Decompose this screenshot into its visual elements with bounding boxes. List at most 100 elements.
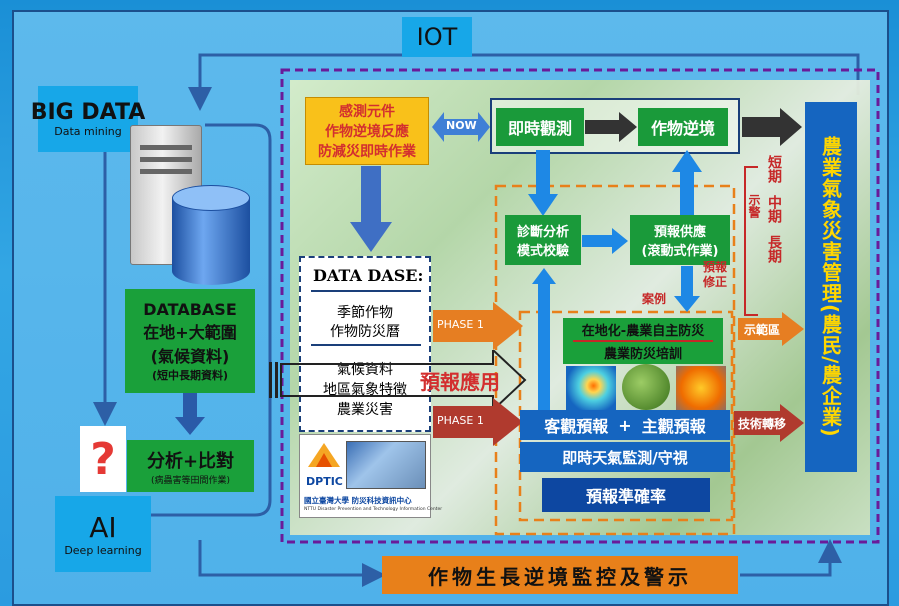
data-base-item1: 季節作物	[337, 305, 393, 321]
data-base-item2: 作物防災曆	[330, 324, 400, 340]
fruit-photo-thumbnail	[622, 364, 670, 410]
forecast-accuracy-label: 預報準確率	[585, 487, 666, 506]
agri-management-label: 農業氣象災害管理(農民/農企業)	[818, 136, 843, 438]
down-arrow-icon	[175, 393, 205, 435]
iot-label: IOT	[416, 23, 458, 51]
realtime-weather-label: 即時天氣監測/守視	[562, 448, 688, 467]
data-base-item5: 農業災害	[337, 402, 393, 418]
question-mark-icon: ?	[80, 426, 126, 492]
weather-map-thumbnail	[566, 366, 616, 410]
ai-to-banner-line	[198, 540, 386, 587]
phase1-lower-arrow-icon	[433, 398, 523, 446]
right-arrow-to-mgmt-icon	[742, 108, 802, 146]
big-data-subtitle: Data mining	[54, 125, 122, 138]
analysis-subtitle: (病蟲害等田間作業)	[150, 475, 231, 486]
sensor-box: 感測元件 作物逆境反應 防減災即時作業	[305, 97, 429, 165]
agri-management-box: 農業氣象災害管理(農民/農企業)	[805, 102, 857, 472]
subjective-forecast-label: 主觀預報	[641, 417, 706, 436]
realtime-observation-box: 即時觀測	[496, 108, 584, 146]
case-label: 案例	[642, 292, 667, 306]
now-double-arrow-icon	[432, 112, 490, 142]
database-box: DATABASE 在地+大範圍 (氣候資料) (短中長期資料)	[125, 289, 255, 393]
forecast-application-label: 預報應用	[420, 370, 500, 394]
local-training-line1: 在地化-農業自主防災	[581, 324, 705, 339]
sensor-down-arrow-icon	[350, 166, 392, 252]
big-data-box: BIG DATA Data mining	[31, 86, 145, 152]
database-line3: (短中長期資料)	[151, 368, 229, 382]
dptic-org-english: NTTU Disaster Prevention and Technology …	[304, 507, 443, 512]
diagnosis-line2: 模式校驗	[516, 244, 569, 259]
phase1-upper-arrow-icon	[433, 302, 523, 350]
data-base-item4: 地區氣象特徵	[323, 382, 407, 398]
forecast-correction: 預報 修正	[703, 260, 727, 290]
iot-box: IOT	[402, 17, 472, 57]
diagnosis-box: 診斷分析 模式校驗	[505, 215, 581, 265]
phase1-upper-label: PHASE 1	[437, 318, 484, 331]
warning-label: 示警	[747, 194, 761, 218]
local-training-box: 在地化-農業自主防災 農業防災培訓	[563, 318, 723, 364]
right-arrow-icon	[585, 112, 637, 142]
forecast-accuracy-box: 預報準確率	[542, 478, 710, 512]
sensor-line2: 作物逆境反應	[325, 124, 409, 140]
ai-box: AI Deep learning	[55, 496, 151, 572]
crop-stress-box: 作物逆境	[638, 108, 728, 146]
system-region	[280, 68, 880, 544]
forecast-application-arrow-icon	[269, 350, 527, 410]
data-base-panel: DATA DASE: 季節作物 作物防災曆 氣候資料 地區氣象特徵 農業災害	[299, 256, 431, 432]
data-base-title: DATA DASE:	[313, 266, 424, 285]
analysis-title: 分析+比對	[146, 450, 235, 472]
banner-to-mgmt-line	[740, 539, 842, 577]
crop-stress-label: 作物逆境	[650, 119, 715, 138]
forecast-combo-box: 客觀預報 + 主觀預報	[520, 410, 730, 440]
diagnosis-line1: 診斷分析	[516, 225, 569, 240]
realtime-observation-label: 即時觀測	[507, 119, 572, 138]
right-arrow-diagnosis-icon	[582, 228, 628, 254]
forecast-correction-line1: 預報	[703, 260, 728, 274]
database-line2: (氣候資料)	[150, 346, 230, 366]
forecast-supply-line2: (滾動式作業)	[641, 244, 719, 259]
ai-subtitle: Deep learning	[64, 544, 142, 557]
terms-list: 短期 中期 長期	[760, 155, 788, 263]
down-arrow-diagnosis-icon	[528, 150, 558, 216]
phase1-lower-label: PHASE 1	[437, 414, 484, 427]
terms-bracket	[744, 166, 758, 316]
big-data-title: BIG DATA	[30, 100, 146, 125]
iot-loop-line	[188, 53, 432, 111]
now-label: NOW	[446, 119, 477, 132]
forecast-supply-line1: 預報供應	[653, 225, 706, 240]
dptic-logo-panel: DPTIC 國立臺灣大學 防災科技資訊中心 NTTU Disaster Prev…	[299, 434, 442, 518]
forecast-supply-box: 預報供應 (滾動式作業)	[630, 215, 730, 265]
term-short: 短期	[766, 155, 782, 183]
up-arrow-long-icon	[532, 268, 556, 410]
database-title: DATABASE	[143, 299, 237, 319]
dptic-logo-title: DPTIC	[306, 475, 343, 488]
term-mid: 中期	[766, 195, 782, 223]
local-training-line2: 農業防災培訓	[603, 347, 682, 362]
crop-damage-thumbnail	[676, 366, 726, 410]
dptic-logo-icon	[308, 443, 340, 467]
down-arrow-forecast-icon	[674, 266, 700, 312]
sensor-line3: 防減災即時作業	[318, 144, 416, 160]
tech-transfer-arrow-icon	[734, 404, 804, 442]
up-arrow-forecast-icon	[672, 150, 702, 216]
forecast-correction-line2: 修正	[703, 275, 728, 289]
dptic-org-name: 國立臺灣大學 防災科技資訊中心	[304, 496, 412, 505]
sensor-line1: 感測元件	[339, 104, 395, 120]
ai-title: AI	[89, 511, 117, 544]
bottom-banner: 作物生長逆境監控及警示	[382, 556, 738, 594]
demo-area-label: 示範區	[744, 323, 781, 337]
analysis-box: 分析+比對 (病蟲害等田間作業)	[127, 440, 254, 492]
server-database-icon	[130, 125, 260, 290]
data-base-item3: 氣候資料	[337, 362, 393, 378]
tech-transfer-label: 技術轉移	[738, 417, 787, 431]
dptic-screenshot-thumbnail	[346, 441, 426, 489]
database-line1: 在地+大範圍	[143, 322, 237, 342]
left-loop-line	[150, 123, 272, 517]
objective-forecast-label: 客觀預報	[544, 417, 609, 436]
bottom-banner-label: 作物生長逆境監控及警示	[428, 564, 692, 589]
plus-sign: +	[618, 415, 632, 435]
realtime-weather-box: 即時天氣監測/守視	[520, 442, 730, 472]
term-long: 長期	[766, 235, 782, 263]
demo-area-arrow-icon	[738, 312, 804, 346]
